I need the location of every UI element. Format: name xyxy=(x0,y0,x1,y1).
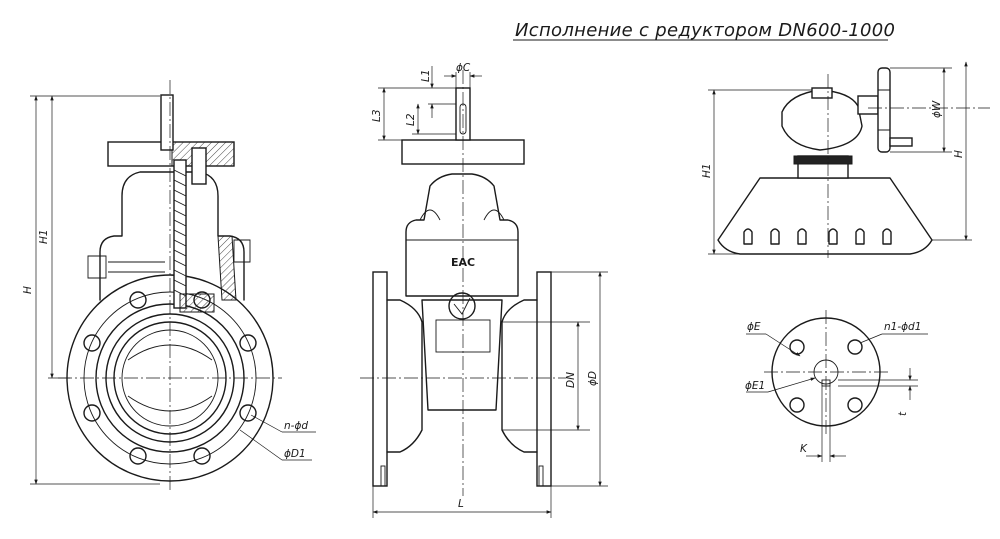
dome-slot xyxy=(855,228,865,245)
dim-label-E: ϕE xyxy=(747,321,761,333)
bolt-hole xyxy=(129,447,147,465)
drawing-title: Исполнение с редуктором DN600-1000 xyxy=(513,20,895,41)
gear-housing xyxy=(781,89,863,151)
bolt-hole xyxy=(239,334,257,352)
gear-dome xyxy=(717,177,933,255)
flange-bolt-hole xyxy=(847,339,863,355)
dim-label-L2: L2 xyxy=(405,113,417,126)
title-text: Исполнение с редуктором DN600-1000 xyxy=(515,20,895,41)
dome-slot xyxy=(743,228,753,245)
side-body-right xyxy=(501,299,538,453)
dim-label-DN: DN xyxy=(565,372,577,388)
front-view: H H1 n-ϕd ϕD1 xyxy=(22,80,316,492)
side-flange-right xyxy=(536,271,552,487)
side-bonnet xyxy=(405,173,519,297)
bolt-hole xyxy=(83,404,101,422)
gear-neck-band xyxy=(793,155,853,165)
side-flange-foot xyxy=(380,465,386,487)
side-flange-left xyxy=(372,271,388,487)
front-stem-threaded xyxy=(173,159,187,309)
front-bolt-holes xyxy=(83,291,257,465)
side-eac-mark: EAC xyxy=(451,256,475,269)
gear-handwheel xyxy=(877,67,891,153)
dim-label-L3: L3 xyxy=(371,109,383,122)
side-body-center xyxy=(421,299,503,411)
dim-label-H1: H1 xyxy=(38,229,50,244)
leader-n-d xyxy=(250,414,283,433)
gear-input-shaft xyxy=(857,95,879,115)
side-flange-foot xyxy=(538,465,544,487)
flange-bolt-hole xyxy=(789,339,805,355)
dim-label-n1-d1: n1-ϕd1 xyxy=(884,321,921,333)
front-wedge-nut-section xyxy=(179,293,215,313)
side-logo-circle xyxy=(448,292,476,320)
dim-label-W: ϕW xyxy=(931,100,943,118)
flange-view: ϕE n1-ϕd1 ϕE1 t K xyxy=(745,310,928,462)
gear-housing-cap xyxy=(811,87,833,99)
side-logo-mark xyxy=(453,297,471,315)
dome-slot xyxy=(828,228,838,245)
flange-bolt-hole xyxy=(847,397,863,413)
dim-label-n-d: n-ϕd xyxy=(284,420,308,432)
front-wall-section xyxy=(217,235,237,301)
front-stem-thread-lines xyxy=(173,169,187,297)
leader-E xyxy=(765,333,801,357)
dim-label-H: H xyxy=(22,286,34,294)
dim-label-E1: ϕE1 xyxy=(745,380,765,392)
gear-handle xyxy=(889,137,913,147)
dim-label-D: ϕD xyxy=(587,371,599,386)
front-top-bolt xyxy=(191,147,207,185)
gear-handwheel-spokes xyxy=(878,89,890,131)
dim-label-gear-H: H xyxy=(953,150,965,158)
bolt-hole xyxy=(83,334,101,352)
gearbox-view: H1 ϕW H xyxy=(701,61,990,258)
dim-label-L1: L1 xyxy=(420,69,432,82)
leader-D1 xyxy=(239,429,283,461)
side-view: EAC L1 L2 L3 ϕC DN xyxy=(360,62,608,518)
front-stem-top xyxy=(160,94,174,151)
bolt-hole xyxy=(129,291,147,309)
dim-label-K: K xyxy=(800,443,808,455)
dome-slot xyxy=(882,228,892,245)
dome-slot xyxy=(770,228,780,245)
flange-bolt-hole xyxy=(789,397,805,413)
dim-label-t: t xyxy=(897,411,909,416)
dome-slot xyxy=(797,228,807,245)
side-bonnet-ribs xyxy=(419,209,505,221)
front-body-lug-right xyxy=(233,239,251,263)
front-body-lug-left xyxy=(87,255,107,279)
dim-label-gear-H1: H1 xyxy=(701,163,713,178)
bolt-hole xyxy=(239,404,257,422)
dim-label-L: L xyxy=(458,498,464,510)
gear-dome-slots xyxy=(743,228,892,245)
leader-E1 xyxy=(767,377,816,393)
side-body-left xyxy=(386,299,423,453)
bolt-hole xyxy=(193,447,211,465)
leader-n1-d1 xyxy=(859,333,883,344)
dim-label-C: ϕC xyxy=(456,62,471,74)
dim-label-D1: ϕD1 xyxy=(284,448,306,460)
